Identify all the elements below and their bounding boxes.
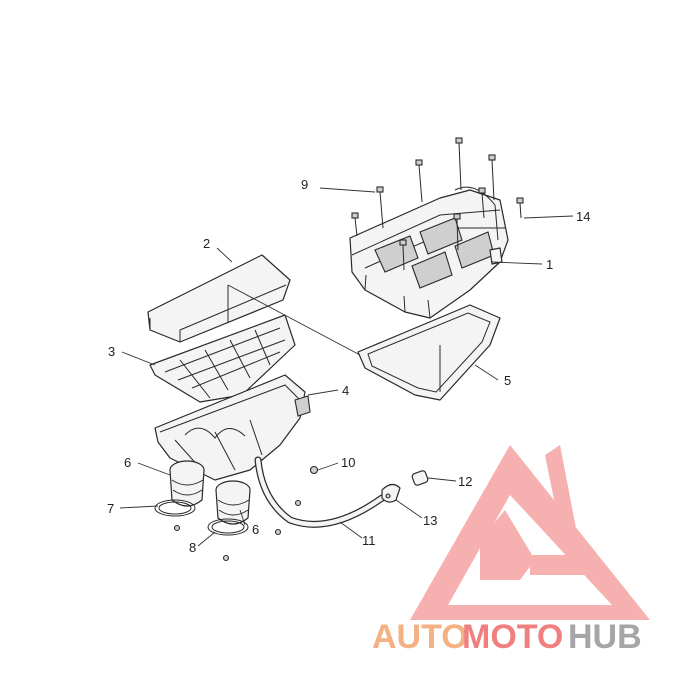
watermark-auto: AUTO: [372, 618, 468, 656]
bolt-icon: [478, 187, 486, 219]
callout-1: 1: [546, 257, 553, 272]
bolt-icon: [351, 212, 359, 237]
watermark-text: AUTO MOTO HUB: [372, 618, 642, 656]
callout-4: 4: [342, 383, 349, 398]
bolt-icon: [488, 154, 496, 201]
watermark-hub: HUB: [568, 618, 642, 656]
bolt-icon: [376, 186, 384, 229]
callout-10: 10: [341, 455, 355, 470]
callout-6-right: 6: [252, 522, 259, 537]
callout-14: 14: [576, 209, 590, 224]
callout-labels: 1 2 3 4 5 6 6 7 8 9 10 11 12 13 14: [107, 177, 590, 555]
part-13-clip: [381, 483, 401, 503]
leader-lines: [119, 187, 574, 547]
cover-bolts: [351, 137, 524, 271]
part-6-intake-boot-right: [215, 480, 251, 525]
part-1-airbox-cover: [349, 186, 509, 319]
callout-2: 2: [203, 236, 210, 251]
callout-5: 5: [504, 373, 511, 388]
bolt-icon: [399, 239, 407, 271]
callout-7: 7: [107, 501, 114, 516]
logo-inner-mark: [480, 510, 535, 580]
part-5-gasket: [357, 304, 501, 401]
part-8-clamp: [207, 518, 249, 562]
callout-3: 3: [108, 344, 115, 359]
callout-6-left: 6: [124, 455, 131, 470]
bolt-icon: [415, 159, 423, 203]
watermark-moto: MOTO: [462, 618, 563, 656]
part-10-nut: [274, 465, 319, 536]
bolt-icon: [453, 213, 461, 251]
part-12-plug: [411, 470, 429, 486]
part-7-clamp: [154, 499, 196, 532]
logo-triangle-accent: [530, 445, 585, 575]
callout-13: 13: [423, 513, 437, 528]
callout-8: 8: [189, 540, 196, 555]
callout-11: 11: [362, 533, 376, 548]
watermark-logo: [410, 445, 650, 620]
bolt-icon: [455, 137, 463, 191]
callout-12: 12: [458, 474, 472, 489]
callout-9: 9: [301, 177, 308, 192]
part-11-drain-hose: [254, 456, 386, 528]
part-2-air-filter: [147, 254, 291, 343]
part-4-airbox-base: [154, 374, 311, 481]
bolt-icon: [516, 197, 524, 219]
part-6-intake-boot-left: [169, 460, 205, 507]
